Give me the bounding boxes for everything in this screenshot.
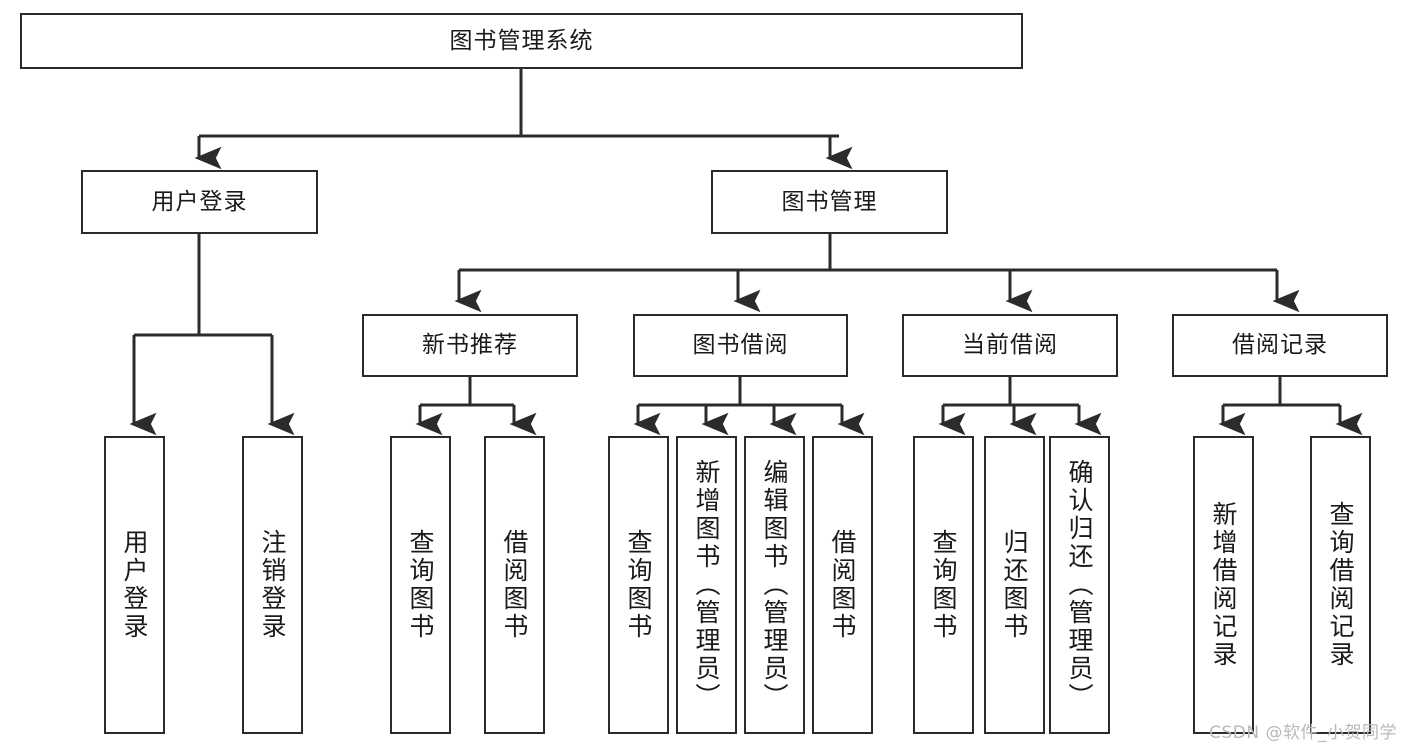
node-new-book-recommend-label: 新书推荐 xyxy=(422,332,518,358)
leaf-confirm-return[interactable]: 确认归还（管理员） xyxy=(1049,436,1110,734)
leaf-add-record[interactable]: 新增借阅记录 xyxy=(1193,436,1254,734)
node-current-borrow-label: 当前借阅 xyxy=(962,332,1058,358)
node-current-borrow[interactable]: 当前借阅 xyxy=(902,314,1118,377)
node-book-borrow[interactable]: 图书借阅 xyxy=(633,314,848,377)
leaf-borrow-book-1-label: 借阅图书 xyxy=(500,529,529,641)
leaf-add-record-label: 新增借阅记录 xyxy=(1209,501,1238,669)
leaf-return-book[interactable]: 归还图书 xyxy=(984,436,1045,734)
leaf-confirm-return-label: 确认归还（管理员） xyxy=(1065,459,1094,711)
node-book-management[interactable]: 图书管理 xyxy=(711,170,948,234)
leaf-query-book-1[interactable]: 查询图书 xyxy=(390,436,451,734)
leaf-query-book-2[interactable]: 查询图书 xyxy=(608,436,669,734)
leaf-edit-book[interactable]: 编辑图书（管理员） xyxy=(744,436,805,734)
node-root-label: 图书管理系统 xyxy=(449,27,594,54)
leaf-add-book-label: 新增图书（管理员） xyxy=(692,459,721,711)
node-user-login[interactable]: 用户登录 xyxy=(81,170,318,234)
leaf-user-login[interactable]: 用户登录 xyxy=(104,436,165,734)
node-user-login-label: 用户登录 xyxy=(151,188,248,215)
leaf-query-book-3[interactable]: 查询图书 xyxy=(913,436,974,734)
leaf-query-book-2-label: 查询图书 xyxy=(624,529,653,641)
leaf-user-login-label: 用户登录 xyxy=(120,529,149,641)
leaf-query-book-3-label: 查询图书 xyxy=(929,529,958,641)
leaf-return-book-label: 归还图书 xyxy=(1000,529,1029,641)
node-new-book-recommend[interactable]: 新书推荐 xyxy=(362,314,578,377)
leaf-borrow-book-2-label: 借阅图书 xyxy=(828,529,857,641)
node-borrow-record[interactable]: 借阅记录 xyxy=(1172,314,1388,377)
leaf-borrow-book-2[interactable]: 借阅图书 xyxy=(812,436,873,734)
node-root[interactable]: 图书管理系统 xyxy=(20,13,1023,69)
leaf-query-book-1-label: 查询图书 xyxy=(406,529,435,641)
leaf-user-logout[interactable]: 注销登录 xyxy=(242,436,303,734)
node-book-management-label: 图书管理 xyxy=(781,188,878,215)
leaf-edit-book-label: 编辑图书（管理员） xyxy=(760,459,789,711)
csdn-watermark: CSDN @软件_小贺同学 xyxy=(1209,723,1397,743)
leaf-add-book[interactable]: 新增图书（管理员） xyxy=(676,436,737,734)
leaf-user-logout-label: 注销登录 xyxy=(258,529,287,641)
leaf-query-record[interactable]: 查询借阅记录 xyxy=(1310,436,1371,734)
leaf-borrow-book-1[interactable]: 借阅图书 xyxy=(484,436,545,734)
leaf-query-record-label: 查询借阅记录 xyxy=(1326,501,1355,669)
node-borrow-record-label: 借阅记录 xyxy=(1232,332,1328,358)
node-book-borrow-label: 图书借阅 xyxy=(692,332,789,358)
